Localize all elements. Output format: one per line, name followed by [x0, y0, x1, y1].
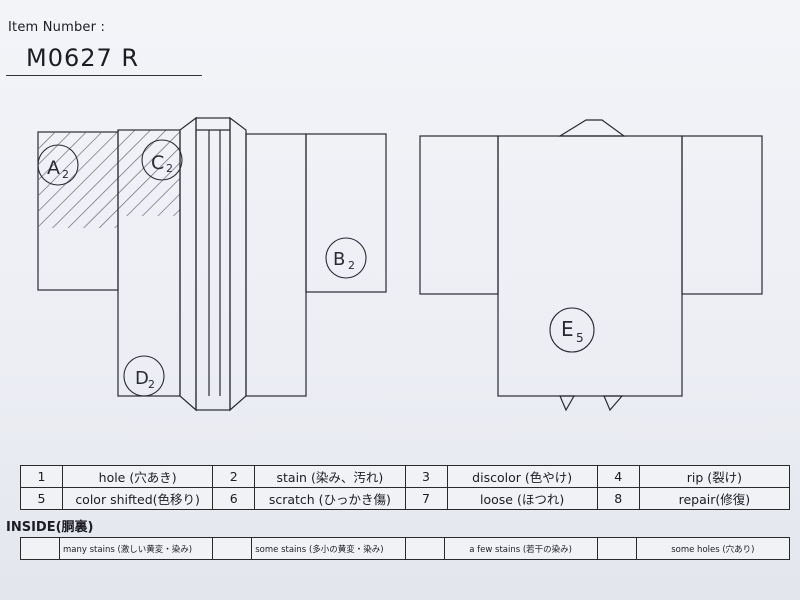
mark-a-circle [37, 144, 79, 186]
legend-label: repair(修復) [638, 487, 791, 510]
mark-a-number: 2 [62, 168, 69, 181]
legend-num: 2 [212, 465, 256, 488]
inside-label: many stains (激しい黄変・染み) [58, 537, 214, 560]
back-collar [557, 119, 626, 137]
mark-e-circle [549, 307, 595, 353]
inside-checkbox[interactable] [212, 537, 253, 560]
mark-d-letter: D [135, 368, 149, 389]
inside-label: some stains (多小の黄変・染み) [251, 537, 406, 560]
legend-num: 1 [20, 465, 63, 488]
legend-num: 6 [212, 487, 256, 510]
front-right-body [245, 133, 307, 397]
front-right-collar [229, 116, 247, 412]
mark-d-number: 2 [148, 378, 155, 391]
inside-checkbox[interactable] [404, 537, 445, 560]
item-number-value: M0627 R [26, 44, 140, 72]
legend-label: stain (染み、汚れ) [254, 465, 406, 488]
inside-label: some holes (穴あり) [635, 537, 791, 560]
legend-label: color shifted(色移り) [61, 487, 214, 510]
inside-label: a few stains (若干の染み) [443, 537, 598, 560]
mark-c-circle [141, 139, 183, 181]
item-number-label: Item Number : [8, 20, 106, 35]
back-hem-right-tab [603, 395, 624, 412]
legend-row: 1 hole (穴あき) 2 stain (染み、汚れ) 3 discolor … [20, 465, 791, 488]
legend-num: 7 [404, 487, 448, 510]
kimono-diagram: A 2 C 2 B 2 D 2 E 5 [37, 116, 763, 412]
front-collar-band [195, 117, 231, 411]
legend-label: scratch (ひっかき傷) [254, 487, 406, 510]
mark-e-letter: E [561, 317, 574, 341]
back-hem-left-tab [559, 395, 576, 412]
front-right-sleeve [305, 133, 387, 293]
front-view [37, 116, 387, 412]
item-number-underline [6, 75, 202, 76]
legend-label: rip (裂け) [638, 465, 791, 488]
mark-c-letter: C [151, 152, 164, 174]
legend-num: 3 [404, 465, 448, 488]
legend-row: 5 color shifted(色移り) 6 scratch (ひっかき傷) 7… [20, 487, 791, 510]
legend-num: 8 [596, 487, 640, 510]
back-right-sleeve [681, 135, 763, 295]
inside-checkbox[interactable] [20, 537, 60, 560]
mark-c-number: 2 [166, 162, 173, 175]
damage-legend-table: 1 hole (穴あき) 2 stain (染み、汚れ) 3 discolor … [20, 465, 791, 510]
mark-b-circle [325, 237, 367, 279]
mark-d-circle [123, 355, 165, 397]
back-body [497, 135, 683, 397]
mark-b-letter: B [333, 249, 345, 270]
inside-checkbox[interactable] [596, 537, 637, 560]
legend-label: loose (ほつれ) [446, 487, 598, 510]
back-view [419, 119, 763, 412]
legend-num: 5 [20, 487, 63, 510]
mark-b-number: 2 [348, 259, 355, 272]
legend-label: discolor (色やけ) [446, 465, 598, 488]
legend-num: 4 [596, 465, 640, 488]
legend-label: hole (穴あき) [61, 465, 214, 488]
back-left-sleeve [419, 135, 499, 295]
mark-e-number: 5 [576, 331, 584, 345]
mark-a-letter: A [47, 157, 60, 179]
hatch-area-a [38, 132, 118, 228]
inside-checklist-table: many stains (激しい黄変・染み) some stains (多小の黄… [20, 537, 791, 560]
inside-section-title: INSIDE(胴裏) [6, 520, 94, 535]
inside-row: many stains (激しい黄変・染み) some stains (多小の黄… [20, 537, 791, 560]
